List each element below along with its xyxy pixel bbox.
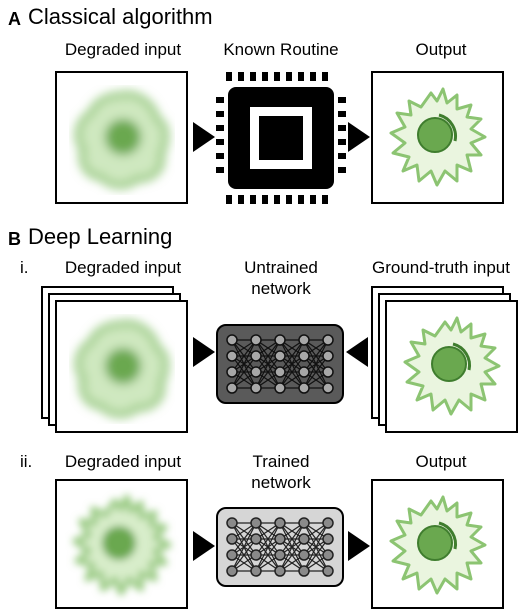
b-ii-roman: ii. xyxy=(20,452,33,471)
b-ii-output-panel xyxy=(371,479,504,609)
untrained-network-icon xyxy=(216,324,344,404)
b-ii-network-label-line1: Trained xyxy=(252,452,310,471)
a-output-panel xyxy=(371,71,504,204)
section-b-title: Deep Learning xyxy=(28,224,173,249)
segmented-cell-image xyxy=(389,87,487,187)
trained-network-icon xyxy=(216,507,344,587)
b-ii-degraded-input-panel xyxy=(55,479,188,609)
b-ii-arrow-1 xyxy=(193,531,215,561)
a-degraded-input-panel xyxy=(55,71,188,204)
section-a-title: Classical algorithm xyxy=(28,4,213,29)
b-i-input-label: Degraded input xyxy=(64,258,182,277)
b-i-truth-label: Ground-truth input xyxy=(372,258,510,277)
segmented-cell-image xyxy=(389,495,487,595)
b-ii-network-label-line2: network xyxy=(251,473,311,492)
b-ii-output-label: Output xyxy=(415,452,467,471)
b-i-arrow-left xyxy=(346,337,368,367)
b-i-roman: i. xyxy=(20,258,29,277)
b-ii-input-label: Degraded input xyxy=(64,452,182,471)
a-output-label: Output xyxy=(415,40,467,59)
blurred-cell-image xyxy=(72,494,172,596)
a-input-label: Degraded input xyxy=(64,40,182,59)
b-i-degraded-input-panel xyxy=(55,300,188,433)
b-i-network-label-line1: Untrained xyxy=(244,258,318,277)
b-i-arrow-right xyxy=(193,337,215,367)
a-arrow-1 xyxy=(193,122,215,152)
segmented-cell-image xyxy=(403,316,501,416)
b-i-ground-truth-panel xyxy=(385,300,518,433)
blurred-cell-image xyxy=(74,320,169,418)
section-b-letter: B xyxy=(8,229,21,249)
known-routine-chip-icon xyxy=(214,71,348,205)
b-ii-arrow-2 xyxy=(348,531,370,561)
section-a-letter: A xyxy=(8,9,21,29)
a-arrow-2 xyxy=(348,122,370,152)
b-i-network-label-line2: network xyxy=(251,279,311,298)
a-routine-label: Known Routine xyxy=(223,40,339,59)
blurred-cell-image xyxy=(74,91,169,189)
